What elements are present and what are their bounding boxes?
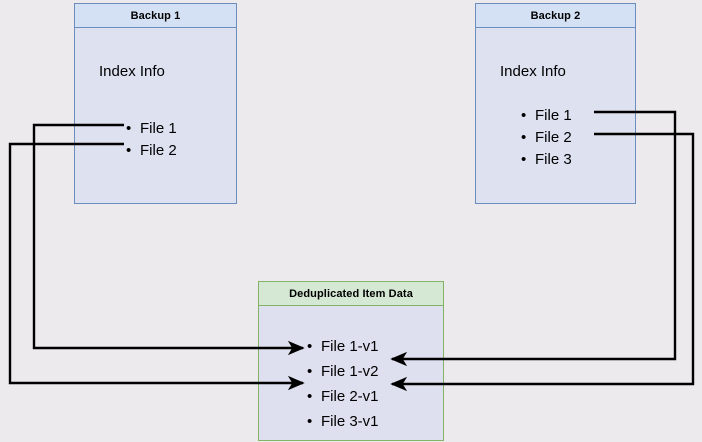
backup-1-box[interactable]: Backup 1 Index Info File 1 File 2 bbox=[74, 3, 237, 204]
backup-2-box[interactable]: Backup 2 Index Info File 1 File 2 File 3 bbox=[475, 3, 636, 204]
dedup-item[interactable]: File 3-v1 bbox=[305, 409, 379, 434]
connector-backup2-file1-to-file1v2 bbox=[390, 110, 677, 367]
backup-2-file-item[interactable]: File 1 bbox=[519, 105, 572, 127]
backup-1-file-list: File 1 File 2 bbox=[124, 118, 177, 162]
dedup-item[interactable]: File 1-v1 bbox=[305, 334, 379, 359]
connector-backup2-file2-to-file2v1 bbox=[390, 132, 695, 392]
deduplicated-item-data-body: File 1-v1 File 1-v2 File 2-v1 File 3-v1 bbox=[259, 306, 443, 440]
backup-2-file-item[interactable]: File 2 bbox=[519, 127, 572, 149]
backup-2-header-label: Backup 2 bbox=[476, 4, 635, 28]
deduplicated-item-data-header-label: Deduplicated Item Data bbox=[259, 282, 443, 306]
backup-1-index-info-label: Index Info bbox=[99, 63, 165, 80]
backup-1-header-label: Backup 1 bbox=[75, 4, 236, 28]
backup-2-index-info-label: Index Info bbox=[500, 63, 566, 80]
deduplicated-item-data-box[interactable]: Deduplicated Item Data File 1-v1 File 1-… bbox=[258, 281, 444, 441]
backup-1-body: Index Info File 1 File 2 bbox=[75, 28, 236, 203]
backup-2-file-list: File 1 File 2 File 3 bbox=[519, 105, 572, 171]
connector-backup1-file2-to-file2v1 bbox=[8, 142, 305, 391]
dedup-item[interactable]: File 1-v2 bbox=[305, 359, 379, 384]
connector-backup1-file1-to-file1v1 bbox=[32, 123, 305, 356]
backup-2-file-item[interactable]: File 3 bbox=[519, 149, 572, 171]
deduplicated-item-list: File 1-v1 File 1-v2 File 2-v1 File 3-v1 bbox=[305, 334, 379, 434]
dedup-item[interactable]: File 2-v1 bbox=[305, 384, 379, 409]
backup-1-file-item[interactable]: File 2 bbox=[124, 140, 177, 162]
backup-1-file-item[interactable]: File 1 bbox=[124, 118, 177, 140]
backup-2-body: Index Info File 1 File 2 File 3 bbox=[476, 28, 635, 203]
